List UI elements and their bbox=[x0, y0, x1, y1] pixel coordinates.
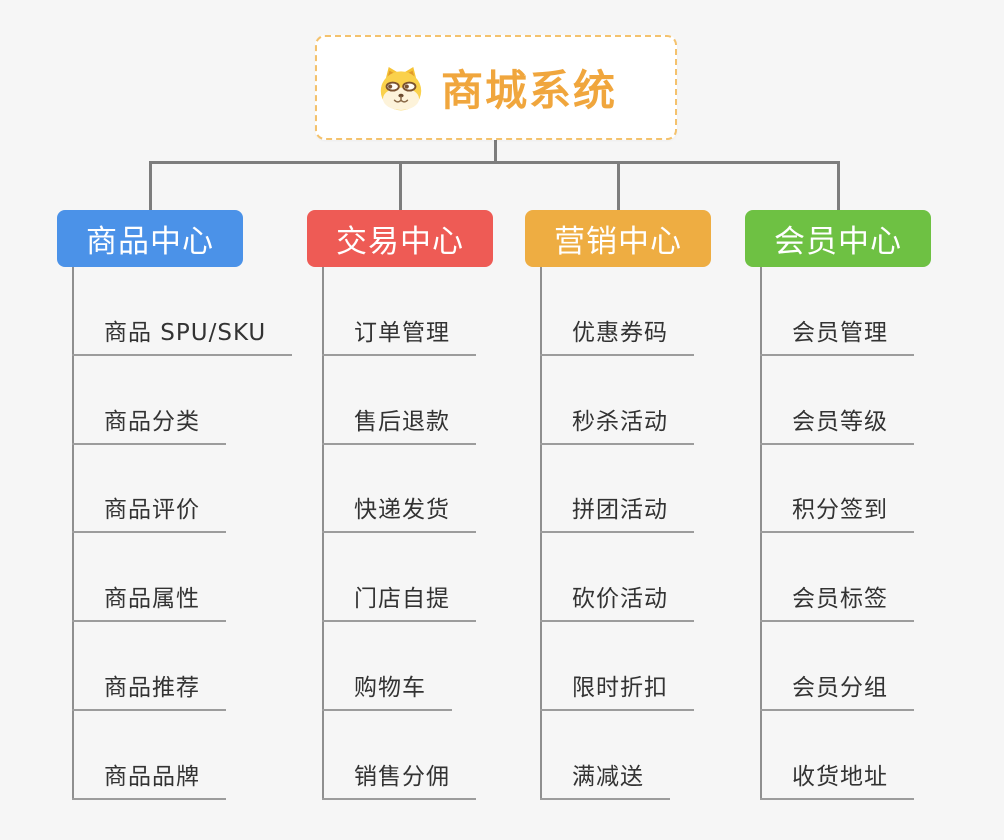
child-node[interactable]: 门店自提 bbox=[322, 533, 582, 623]
children-col-products: 商品 SPU/SKU 商品分类 商品评价 商品属性 商品推荐 商品品牌 bbox=[72, 267, 332, 800]
child-node[interactable]: 会员标签 bbox=[760, 533, 1004, 623]
branch-node-products[interactable]: 商品中心 bbox=[57, 210, 243, 267]
connector-drop-2 bbox=[399, 161, 402, 210]
connector-drop-4 bbox=[837, 161, 840, 210]
child-node[interactable]: 秒杀活动 bbox=[540, 356, 800, 445]
children-col-member: 会员管理 会员等级 积分签到 会员标签 会员分组 收货地址 bbox=[760, 267, 1004, 800]
branch-node-member[interactable]: 会员中心 bbox=[745, 210, 931, 267]
branch-node-trade[interactable]: 交易中心 bbox=[307, 210, 493, 267]
trunk-trade bbox=[322, 267, 324, 800]
child-node[interactable]: 限时折扣 bbox=[540, 622, 800, 711]
child-node[interactable]: 商品分类 bbox=[72, 356, 332, 445]
children-col-trade: 订单管理 售后退款 快递发货 门店自提 购物车 销售分佣 bbox=[322, 267, 582, 800]
branch-node-marketing[interactable]: 营销中心 bbox=[525, 210, 711, 267]
child-node[interactable]: 拼团活动 bbox=[540, 445, 800, 534]
child-node[interactable]: 商品属性 bbox=[72, 533, 332, 623]
children-col-marketing: 优惠券码 秒杀活动 拼团活动 砍价活动 限时折扣 满减送 bbox=[540, 267, 800, 800]
branch-label: 营销中心 bbox=[554, 224, 682, 260]
child-node[interactable]: 售后退款 bbox=[322, 356, 582, 445]
child-node[interactable]: 购物车 bbox=[322, 622, 582, 711]
child-node[interactable]: 会员管理 bbox=[760, 267, 1004, 356]
branch-label: 交易中心 bbox=[336, 224, 464, 260]
root-node-mall-system[interactable]: 商城系统 bbox=[315, 35, 677, 140]
connector-rail bbox=[149, 161, 840, 164]
branch-label: 会员中心 bbox=[774, 224, 902, 260]
connector-root-stub bbox=[494, 140, 497, 163]
child-node[interactable]: 会员等级 bbox=[760, 356, 1004, 445]
trunk-products bbox=[72, 267, 74, 800]
child-node[interactable]: 商品评价 bbox=[72, 445, 332, 534]
root-node-title: 商城系统 bbox=[440, 66, 617, 115]
child-node[interactable]: 商品品牌 bbox=[72, 711, 332, 800]
child-node[interactable]: 商品推荐 bbox=[72, 622, 332, 711]
connector-drop-3 bbox=[617, 161, 620, 210]
child-node[interactable]: 收货地址 bbox=[760, 711, 1004, 800]
child-node[interactable]: 满减送 bbox=[540, 711, 800, 800]
child-node[interactable]: 会员分组 bbox=[760, 622, 1004, 711]
child-node[interactable]: 积分签到 bbox=[760, 445, 1004, 534]
branch-label: 商品中心 bbox=[86, 224, 214, 260]
trunk-member bbox=[760, 267, 762, 800]
child-node[interactable]: 商品 SPU/SKU bbox=[72, 267, 332, 356]
child-node[interactable]: 优惠券码 bbox=[540, 267, 800, 356]
child-node[interactable]: 订单管理 bbox=[322, 267, 582, 356]
child-node[interactable]: 砍价活动 bbox=[540, 533, 800, 623]
trunk-marketing bbox=[540, 267, 542, 800]
child-node[interactable]: 快递发货 bbox=[322, 445, 582, 534]
child-node[interactable]: 销售分佣 bbox=[322, 711, 582, 800]
connector-drop-1 bbox=[149, 161, 152, 210]
shiba-dog-icon bbox=[380, 66, 422, 110]
